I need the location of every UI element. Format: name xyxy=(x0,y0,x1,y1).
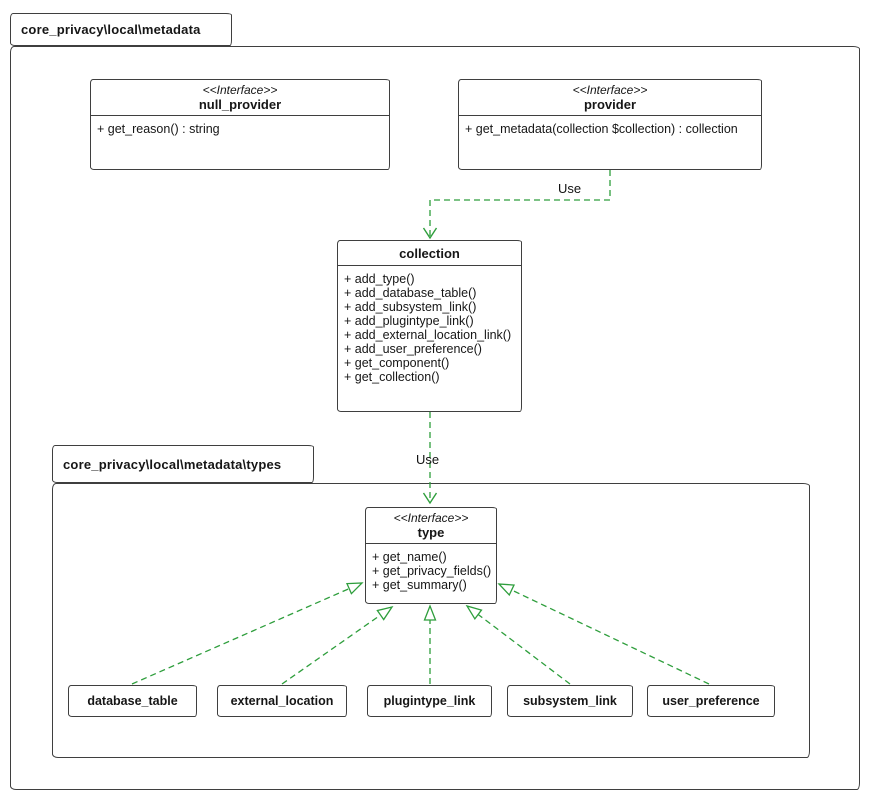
method-row: + get_component() xyxy=(344,356,450,370)
class-null-provider-header: <<Interface>> null_provider xyxy=(91,80,389,113)
method-row: + get_privacy_fields() xyxy=(372,564,492,578)
class-null-provider: <<Interface>> null_provider + get_reason… xyxy=(90,79,390,170)
class-user-preference: user_preference xyxy=(647,685,775,717)
divider xyxy=(459,115,761,116)
class-provider-name: provider xyxy=(583,97,636,112)
divider xyxy=(366,543,496,544)
class-provider: <<Interface>> provider + get_metadata(co… xyxy=(458,79,762,170)
class-type-methods: + get_name() + get_privacy_fields() + ge… xyxy=(366,544,496,592)
class-collection: collection + add_type() + add_database_t… xyxy=(337,240,522,412)
class-database-table: database_table xyxy=(68,685,197,717)
class-provider-stereotype: <<Interface>> xyxy=(572,83,648,97)
class-plugintype-link-name: plugintype_link xyxy=(383,694,476,708)
class-subsystem-link: subsystem_link xyxy=(507,685,633,717)
realization-database-table-type xyxy=(131,583,362,685)
class-external-location-name: external_location xyxy=(230,694,334,708)
class-provider-methods: + get_metadata(collection $collection) :… xyxy=(459,116,761,136)
class-collection-header: collection xyxy=(338,241,521,261)
method-row: + add_subsystem_link() xyxy=(344,300,477,314)
outer-package-label: core_privacy\local\metadata xyxy=(21,22,201,37)
method-row: + add_database_table() xyxy=(344,286,477,300)
divider xyxy=(91,115,389,116)
realization-user-preference-type xyxy=(499,584,710,685)
method-row: + get_metadata(collection $collection) :… xyxy=(465,122,738,136)
divider xyxy=(338,265,521,266)
class-collection-name: collection xyxy=(399,246,460,261)
class-type-stereotype: <<Interface>> xyxy=(393,511,469,525)
class-provider-header: <<Interface>> provider xyxy=(459,80,761,113)
use-label-provider-collection: Use xyxy=(558,181,582,196)
realization-external-location-type xyxy=(281,607,392,685)
inner-package-label: core_privacy\local\metadata\types xyxy=(63,456,282,472)
class-external-location: external_location xyxy=(217,685,347,717)
class-type: <<Interface>> type + get_name() + get_pr… xyxy=(365,507,497,604)
class-null-provider-name: null_provider xyxy=(198,97,282,112)
class-null-provider-stereotype: <<Interface>> xyxy=(202,83,278,97)
class-database-table-name: database_table xyxy=(87,694,178,708)
method-row: + get_collection() xyxy=(344,370,440,384)
method-row: + add_plugintype_link() xyxy=(344,314,474,328)
inner-package-tab: core_privacy\local\metadata\types xyxy=(52,445,314,483)
class-collection-methods: + add_type() + add_database_table() + ad… xyxy=(338,266,521,384)
method-row: + add_type() xyxy=(344,272,415,286)
class-type-header: <<Interface>> type xyxy=(366,508,496,541)
method-row: + get_name() xyxy=(372,550,447,564)
class-plugintype-link: plugintype_link xyxy=(367,685,492,717)
class-user-preference-name: user_preference xyxy=(662,694,760,708)
realization-subsystem-link-type xyxy=(467,606,571,685)
method-row: + add_external_location_link() xyxy=(344,328,512,342)
use-label-collection-type: Use xyxy=(416,452,440,467)
outer-package-tab: core_privacy\local\metadata xyxy=(10,13,232,46)
method-row: + get_summary() xyxy=(372,578,467,592)
dependency-provider-collection xyxy=(422,170,611,240)
class-type-name: type xyxy=(417,525,445,540)
class-null-provider-methods: + get_reason() : string xyxy=(91,116,389,136)
method-row: + add_user_preference() xyxy=(344,342,482,356)
class-subsystem-link-name: subsystem_link xyxy=(523,694,617,708)
method-row: + get_reason() : string xyxy=(97,122,220,136)
